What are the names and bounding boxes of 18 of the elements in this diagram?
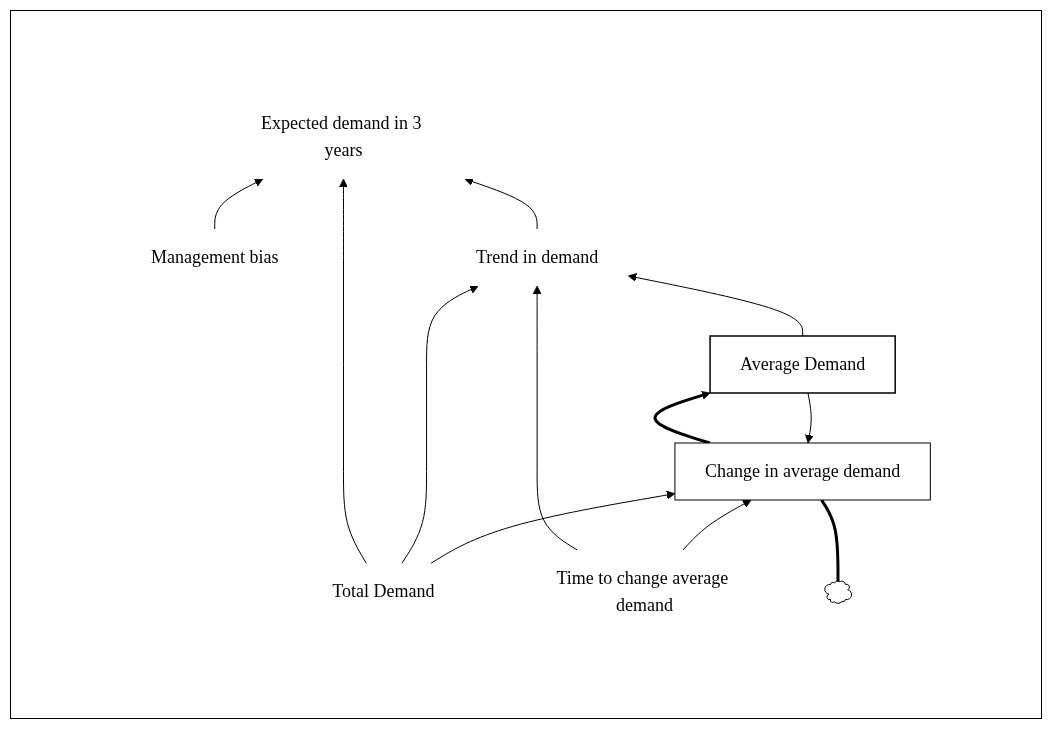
arrow <box>214 178 264 230</box>
arrow <box>628 273 804 337</box>
node-text: Expected demand in 3 years <box>261 113 422 160</box>
arrow <box>682 499 752 551</box>
node-text: Trend in demand <box>476 247 599 267</box>
node-text: Management bias <box>151 247 279 267</box>
arrow <box>464 177 538 230</box>
node-box: Change in average demand <box>674 442 932 501</box>
arrow <box>533 285 579 551</box>
arrow <box>430 490 676 564</box>
node-text: Time to change average demand <box>556 567 729 615</box>
arrow <box>339 178 368 564</box>
node-cloud <box>824 580 853 604</box>
arrow <box>401 285 479 564</box>
connector <box>820 499 840 581</box>
node-text: Total Demand <box>332 581 435 602</box>
node-box: Average Demand <box>709 335 897 394</box>
arrow <box>805 392 815 444</box>
